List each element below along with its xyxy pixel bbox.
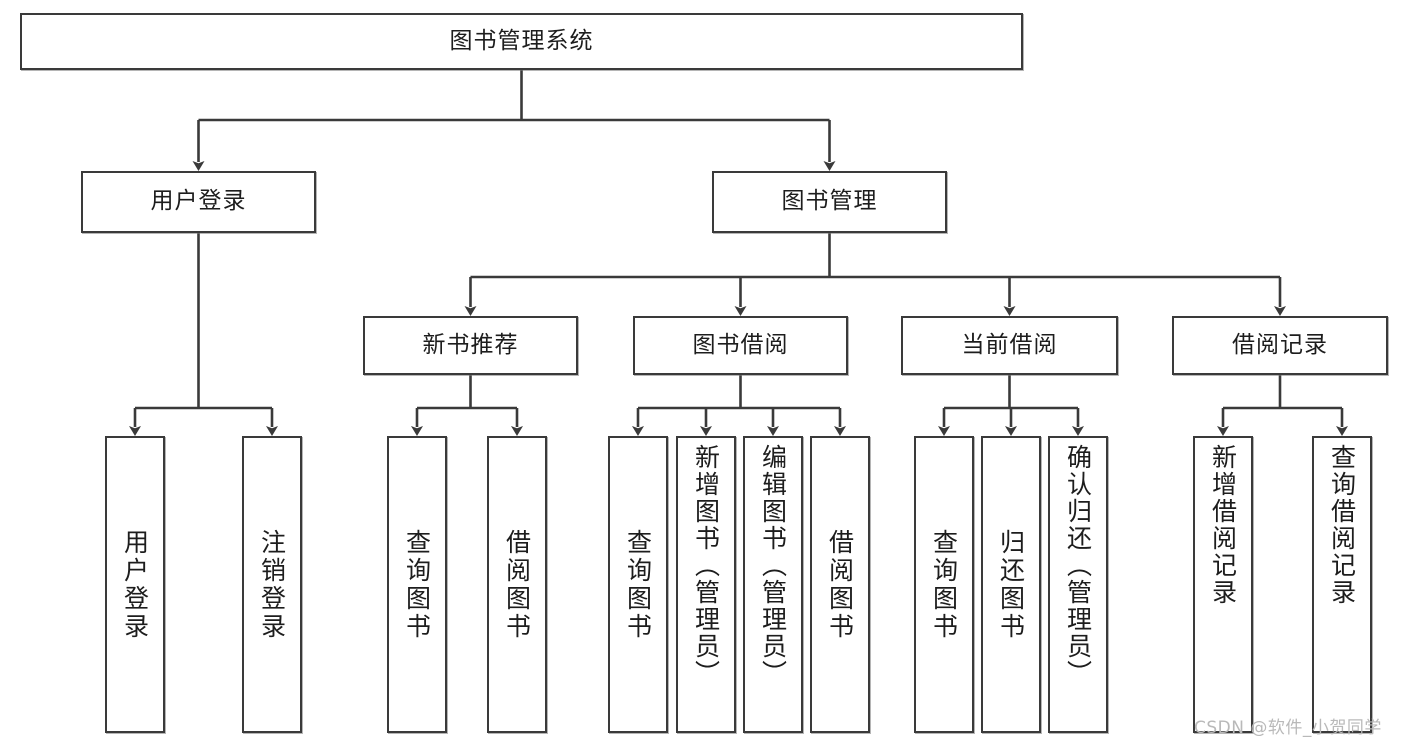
- node-query-borrow-record[interactable]: 查询借阅记录: [1312, 436, 1372, 733]
- node-book-borrow-label: 图书借阅: [692, 331, 789, 358]
- node-current-borrow[interactable]: 当前借阅: [901, 316, 1118, 375]
- node-add-book-admin[interactable]: 新增图书（管理员）: [676, 436, 736, 733]
- node-borrow-book-2[interactable]: 借阅图书: [810, 436, 870, 733]
- node-new-book-recommend[interactable]: 新书推荐: [363, 316, 578, 375]
- node-user-logout-action[interactable]: 注销登录: [242, 436, 302, 733]
- watermark: CSDN @软件_小贺同学: [1194, 718, 1382, 738]
- node-add-book-admin-label: 新增图书（管理员）: [691, 444, 721, 687]
- node-book-manage-label: 图书管理: [781, 188, 878, 215]
- node-edit-book-admin-label: 编辑图书（管理员）: [758, 444, 788, 687]
- node-edit-book-admin[interactable]: 编辑图书（管理员）: [743, 436, 803, 733]
- node-user-logout-action-label: 注销登录: [257, 528, 287, 641]
- node-borrow-book-1-label: 借阅图书: [502, 528, 532, 641]
- node-root[interactable]: 图书管理系统: [20, 13, 1023, 70]
- node-user-login-action-label: 用户登录: [120, 528, 150, 641]
- node-book-borrow[interactable]: 图书借阅: [633, 316, 848, 375]
- node-current-borrow-label: 当前借阅: [961, 331, 1058, 358]
- node-return-book[interactable]: 归还图书: [981, 436, 1041, 733]
- node-user-login-action[interactable]: 用户登录: [105, 436, 165, 733]
- node-confirm-return-admin-label: 确认归还（管理员）: [1063, 444, 1093, 687]
- node-user-login[interactable]: 用户登录: [81, 171, 316, 233]
- node-return-book-label: 归还图书: [996, 528, 1026, 641]
- node-query-book-2-label: 查询图书: [623, 528, 653, 641]
- node-user-login-label: 用户登录: [150, 188, 247, 215]
- node-borrow-record-label: 借阅记录: [1232, 331, 1328, 358]
- node-query-book-3-label: 查询图书: [929, 528, 959, 641]
- node-query-book-1[interactable]: 查询图书: [387, 436, 447, 733]
- node-book-manage[interactable]: 图书管理: [712, 171, 947, 233]
- node-confirm-return-admin[interactable]: 确认归还（管理员）: [1048, 436, 1108, 733]
- node-add-borrow-record[interactable]: 新增借阅记录: [1193, 436, 1253, 733]
- node-query-book-3[interactable]: 查询图书: [914, 436, 974, 733]
- node-add-borrow-record-label: 新增借阅记录: [1208, 444, 1238, 606]
- node-query-book-2[interactable]: 查询图书: [608, 436, 668, 733]
- node-borrow-book-1[interactable]: 借阅图书: [487, 436, 547, 733]
- node-borrow-book-2-label: 借阅图书: [825, 528, 855, 641]
- node-root-label: 图书管理系统: [449, 27, 594, 54]
- node-query-book-1-label: 查询图书: [402, 528, 432, 641]
- node-query-borrow-record-label: 查询借阅记录: [1327, 444, 1357, 606]
- node-borrow-record[interactable]: 借阅记录: [1172, 316, 1388, 375]
- node-new-book-recommend-label: 新书推荐: [422, 331, 519, 358]
